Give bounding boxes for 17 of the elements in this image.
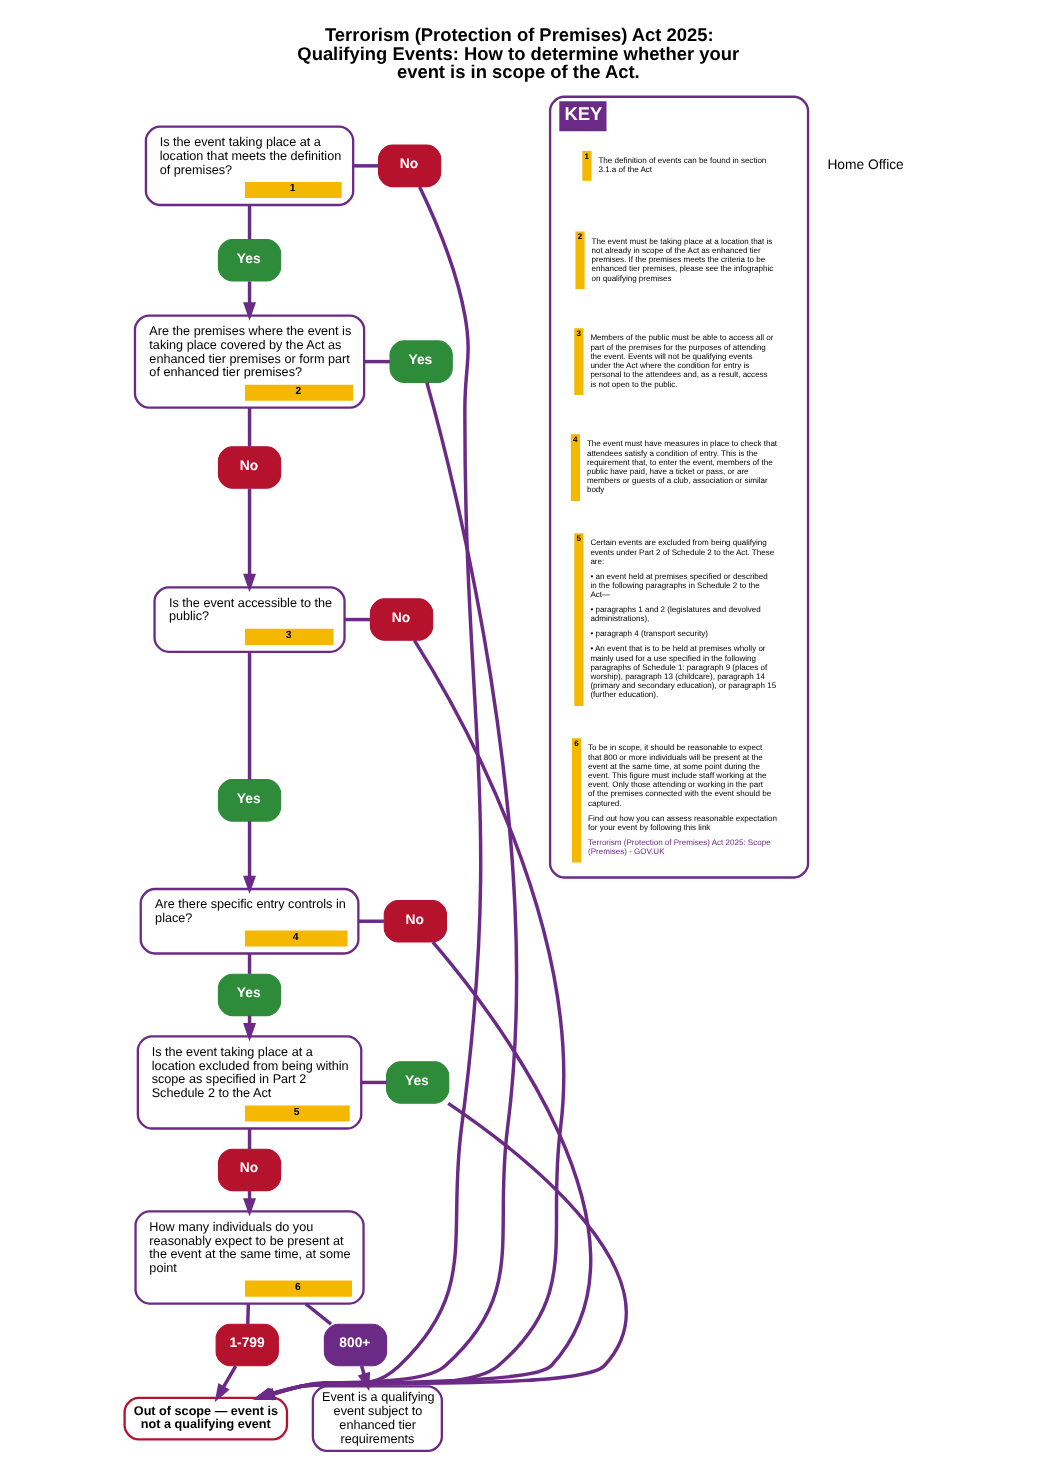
diagram-title: Terrorism (Protection of Premises) Act 2025: Qualifying Events: How to determine whether your event is in scope of the Act. [297,24,740,82]
connector [361,1079,387,1084]
connector [247,952,252,973]
arrow [243,487,256,592]
connector [358,918,384,922]
connector [247,204,252,239]
connector [364,358,390,363]
connector [247,651,252,779]
connector [344,616,371,621]
connector [304,1301,333,1325]
arrow [243,820,256,894]
arrow [243,280,256,320]
arrow [214,1364,238,1402]
connector [353,163,379,167]
connector [247,1127,252,1149]
connector [247,406,252,446]
connector [246,1302,251,1324]
